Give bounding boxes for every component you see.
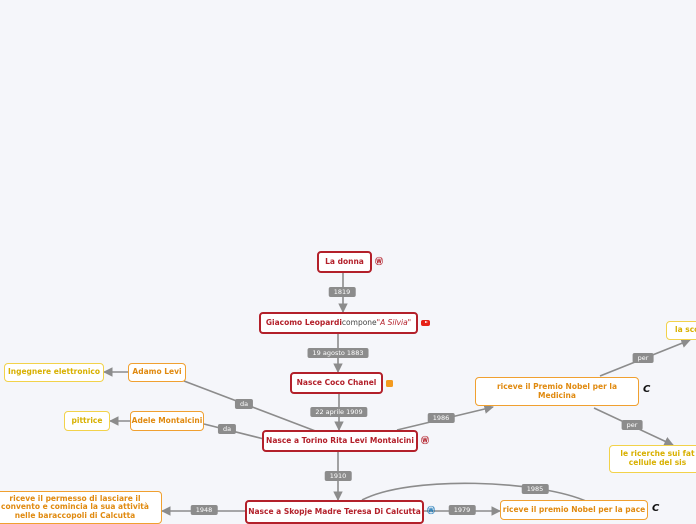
node-ricerche[interactable]: le ricerche sui fat cellule del sis	[609, 445, 696, 473]
node-chanel-text: Nasce Coco Chanel	[296, 377, 377, 387]
tag-1985: 1985	[521, 484, 549, 494]
node-leopardi-verb: compone	[341, 317, 377, 327]
tag-1819: 1819	[328, 287, 356, 297]
node-giacomo-leopardi[interactable]: Giacomo Leopardi compone "A Silvia"	[259, 312, 418, 334]
node-permesso-convento[interactable]: riceve il permesso di lasciare il conven…	[0, 491, 162, 524]
node-leopardi-name: Giacomo Leopardi	[265, 317, 342, 327]
node-permesso-text: riceve il permesso di lasciare il conven…	[1, 493, 149, 520]
node-la-donna-text: La donna	[325, 256, 364, 266]
wikipedia-icon[interactable]: Ⓦ	[421, 436, 429, 445]
youtube-icon[interactable]	[421, 320, 430, 326]
node-adamo-text: Adamo Levi	[132, 367, 182, 377]
rss-icon[interactable]	[386, 380, 393, 387]
node-adele-montalcini[interactable]: Adele Montalcini	[130, 411, 204, 431]
tag-per-ricerche: per	[621, 420, 643, 430]
node-adele-text: Adele Montalcini	[131, 415, 203, 425]
node-nobel-med-text: riceve il Premio Nobel per la Medicina	[496, 381, 618, 400]
wikipedia-icon[interactable]: Ⓦ	[375, 257, 383, 266]
node-nobel-pace-text: riceve il premio Nobel per la pace	[502, 504, 646, 514]
tag-19-agosto-1883: 19 agosto 1883	[307, 348, 369, 358]
node-pittrice[interactable]: pittrice	[64, 411, 110, 431]
node-madre-teresa[interactable]: Nasce a Skopje Madre Teresa Di Calcutta	[245, 500, 424, 524]
node-scoperta-text: la sco	[675, 325, 696, 335]
tag-22-aprile-1909: 22 aprile 1909	[310, 407, 368, 417]
node-adamo-levi[interactable]: Adamo Levi	[128, 363, 186, 382]
node-pittrice-text: pittrice	[71, 415, 103, 425]
c-icon[interactable]: C	[652, 503, 660, 514]
link-teresa-1985	[361, 482, 589, 503]
node-scoperta[interactable]: la sco	[666, 321, 696, 340]
node-la-donna[interactable]: La donna	[317, 251, 372, 273]
tag-per-scoperta: per	[632, 353, 654, 363]
node-ingegnere-text: Ingegnere elettronico	[7, 367, 101, 377]
node-nobel-medicina[interactable]: riceve il Premio Nobel per la Medicina	[475, 377, 639, 406]
node-nobel-pace[interactable]: riceve il premio Nobel per la pace	[500, 500, 648, 520]
tag-1979: 1979	[448, 505, 476, 515]
tag-da-adamo: da	[234, 399, 254, 409]
node-teresa-text: Nasce a Skopje Madre Teresa Di Calcutta	[248, 506, 421, 516]
wordpress-icon[interactable]: Ⓦ	[427, 506, 435, 515]
node-levi-text: Nasce a Torino Rita Levi Montalcini	[266, 435, 414, 445]
c-icon[interactable]: C	[643, 384, 651, 395]
node-ingegnere[interactable]: Ingegnere elettronico	[4, 363, 104, 382]
tag-1986: 1986	[427, 413, 455, 423]
node-ricerche-text: le ricerche sui fat cellule del sis	[620, 449, 695, 467]
tag-1910: 1910	[324, 471, 352, 481]
tag-da-adele: da	[217, 424, 237, 434]
node-rita-levi-montalcini[interactable]: Nasce a Torino Rita Levi Montalcini	[262, 430, 418, 452]
node-leopardi-work: "A Silvia"	[376, 317, 412, 327]
node-coco-chanel[interactable]: Nasce Coco Chanel	[290, 372, 383, 394]
tag-1948: 1948	[190, 505, 218, 515]
